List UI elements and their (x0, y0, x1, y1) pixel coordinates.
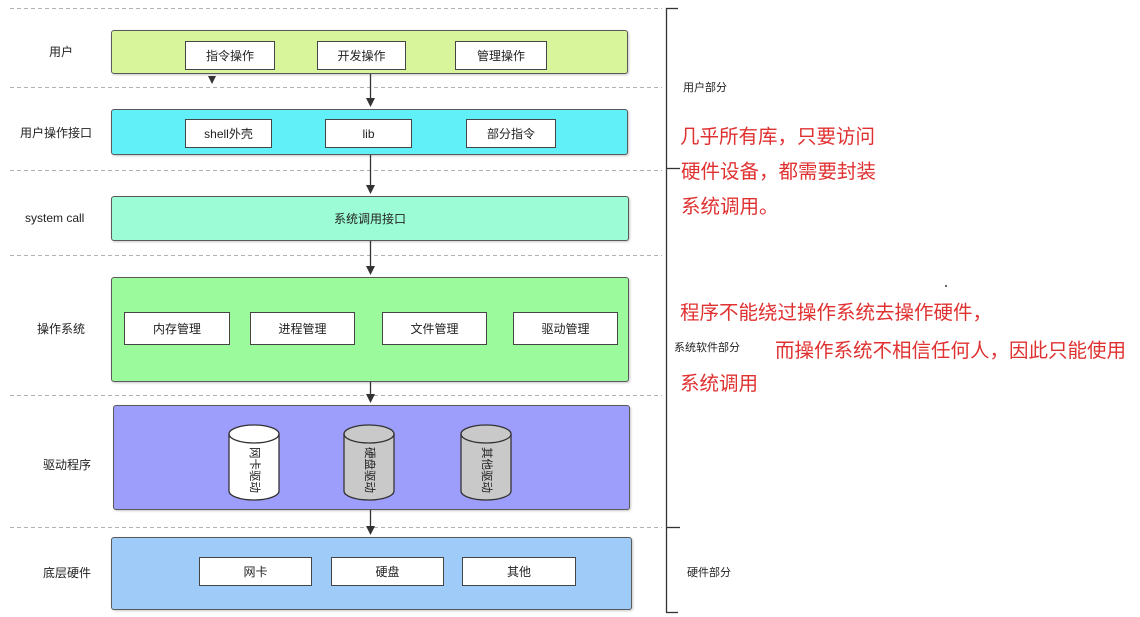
stray-dot-mark (945, 285, 947, 287)
os-item-process-management: 进程管理 (250, 312, 355, 345)
row-label-interface: 用户操作接口 (20, 126, 93, 140)
os-item-driver-management: 驱动管理 (513, 312, 618, 345)
cylinder-top (228, 424, 280, 444)
syscall-interface-label: 系统调用接口 (333, 212, 406, 226)
cylinder-top (343, 424, 395, 444)
syscall-layer-box: 系统调用接口 (111, 196, 629, 241)
interface-item-partial-commands: 部分指令 (466, 119, 556, 148)
hardware-layer-box: 网卡 硬盘 其他 (111, 537, 632, 610)
cylinder-disk-driver: 硬盘驱动 (343, 424, 395, 501)
interface-layer-box: shell外壳 lib 部分指令 (111, 109, 628, 155)
row-label-os: 操作系统 (37, 322, 86, 336)
hardware-item-disk: 硬盘 (331, 557, 444, 586)
note-os-line-2: 而操作系统不相信任何人，因此只能使用 (775, 340, 1127, 362)
note-syscall-line-1: 几乎所有库，只要访问 (680, 126, 876, 148)
user-item-command-ops: 指令操作 (185, 41, 275, 70)
interface-item-shell: shell外壳 (185, 119, 272, 148)
row-label-user: 用户 (49, 45, 74, 59)
section-label-user-part: 用户部分 (683, 82, 727, 94)
interface-item-lib: lib (325, 119, 412, 148)
arrow-head (366, 98, 375, 107)
arrow-head (366, 526, 375, 535)
driver-label-disk: 硬盘驱动 (363, 447, 377, 493)
section-bracket (665, 7, 680, 614)
note-os-line-3: 系统调用 (680, 373, 759, 395)
row-label-syscall: system call (25, 211, 85, 225)
os-layer-box: 内存管理 进程管理 文件管理 驱动管理 (111, 277, 629, 382)
row-label-hardware: 底层硬件 (43, 566, 92, 580)
section-label-hardware-part: 硬件部分 (687, 567, 731, 579)
arrow-head (366, 394, 375, 403)
arrow-head (366, 185, 375, 194)
cylinder-body (460, 433, 512, 501)
os-item-file-management: 文件管理 (382, 312, 487, 345)
hardware-item-nic: 网卡 (199, 557, 312, 586)
driver-label-other: 其他驱动 (480, 447, 493, 493)
os-item-memory-management: 内存管理 (124, 312, 230, 345)
cylinder-body (228, 433, 280, 501)
section-label-system-part: 系统软件部分 (674, 342, 740, 354)
note-syscall-line-2: 硬件设备，都需要封装 (681, 161, 877, 183)
cylinder-top (460, 424, 512, 444)
user-item-admin-ops: 管理操作 (455, 41, 547, 70)
arrow-head (366, 266, 375, 275)
user-item-dev-ops: 开发操作 (317, 41, 406, 70)
driver-label-nic: 网卡驱动 (248, 447, 261, 493)
note-os-line-1: 程序不能绕过操作系统去操作硬件， (680, 302, 993, 324)
cylinder-other-driver: 其他驱动 (460, 424, 512, 501)
note-syscall-line-3: 系统调用。 (681, 196, 779, 218)
small-arrow-head (208, 76, 216, 84)
user-layer-box: 指令操作 开发操作 管理操作 (111, 30, 628, 74)
row-label-drivers: 驱动程序 (43, 458, 92, 472)
drivers-layer-box: 网卡驱动 硬盘驱动 其他驱动 (113, 405, 630, 510)
cylinder-body (343, 433, 395, 501)
hardware-item-other: 其他 (462, 557, 576, 586)
cylinder-nic-driver: 网卡驱动 (228, 424, 280, 501)
